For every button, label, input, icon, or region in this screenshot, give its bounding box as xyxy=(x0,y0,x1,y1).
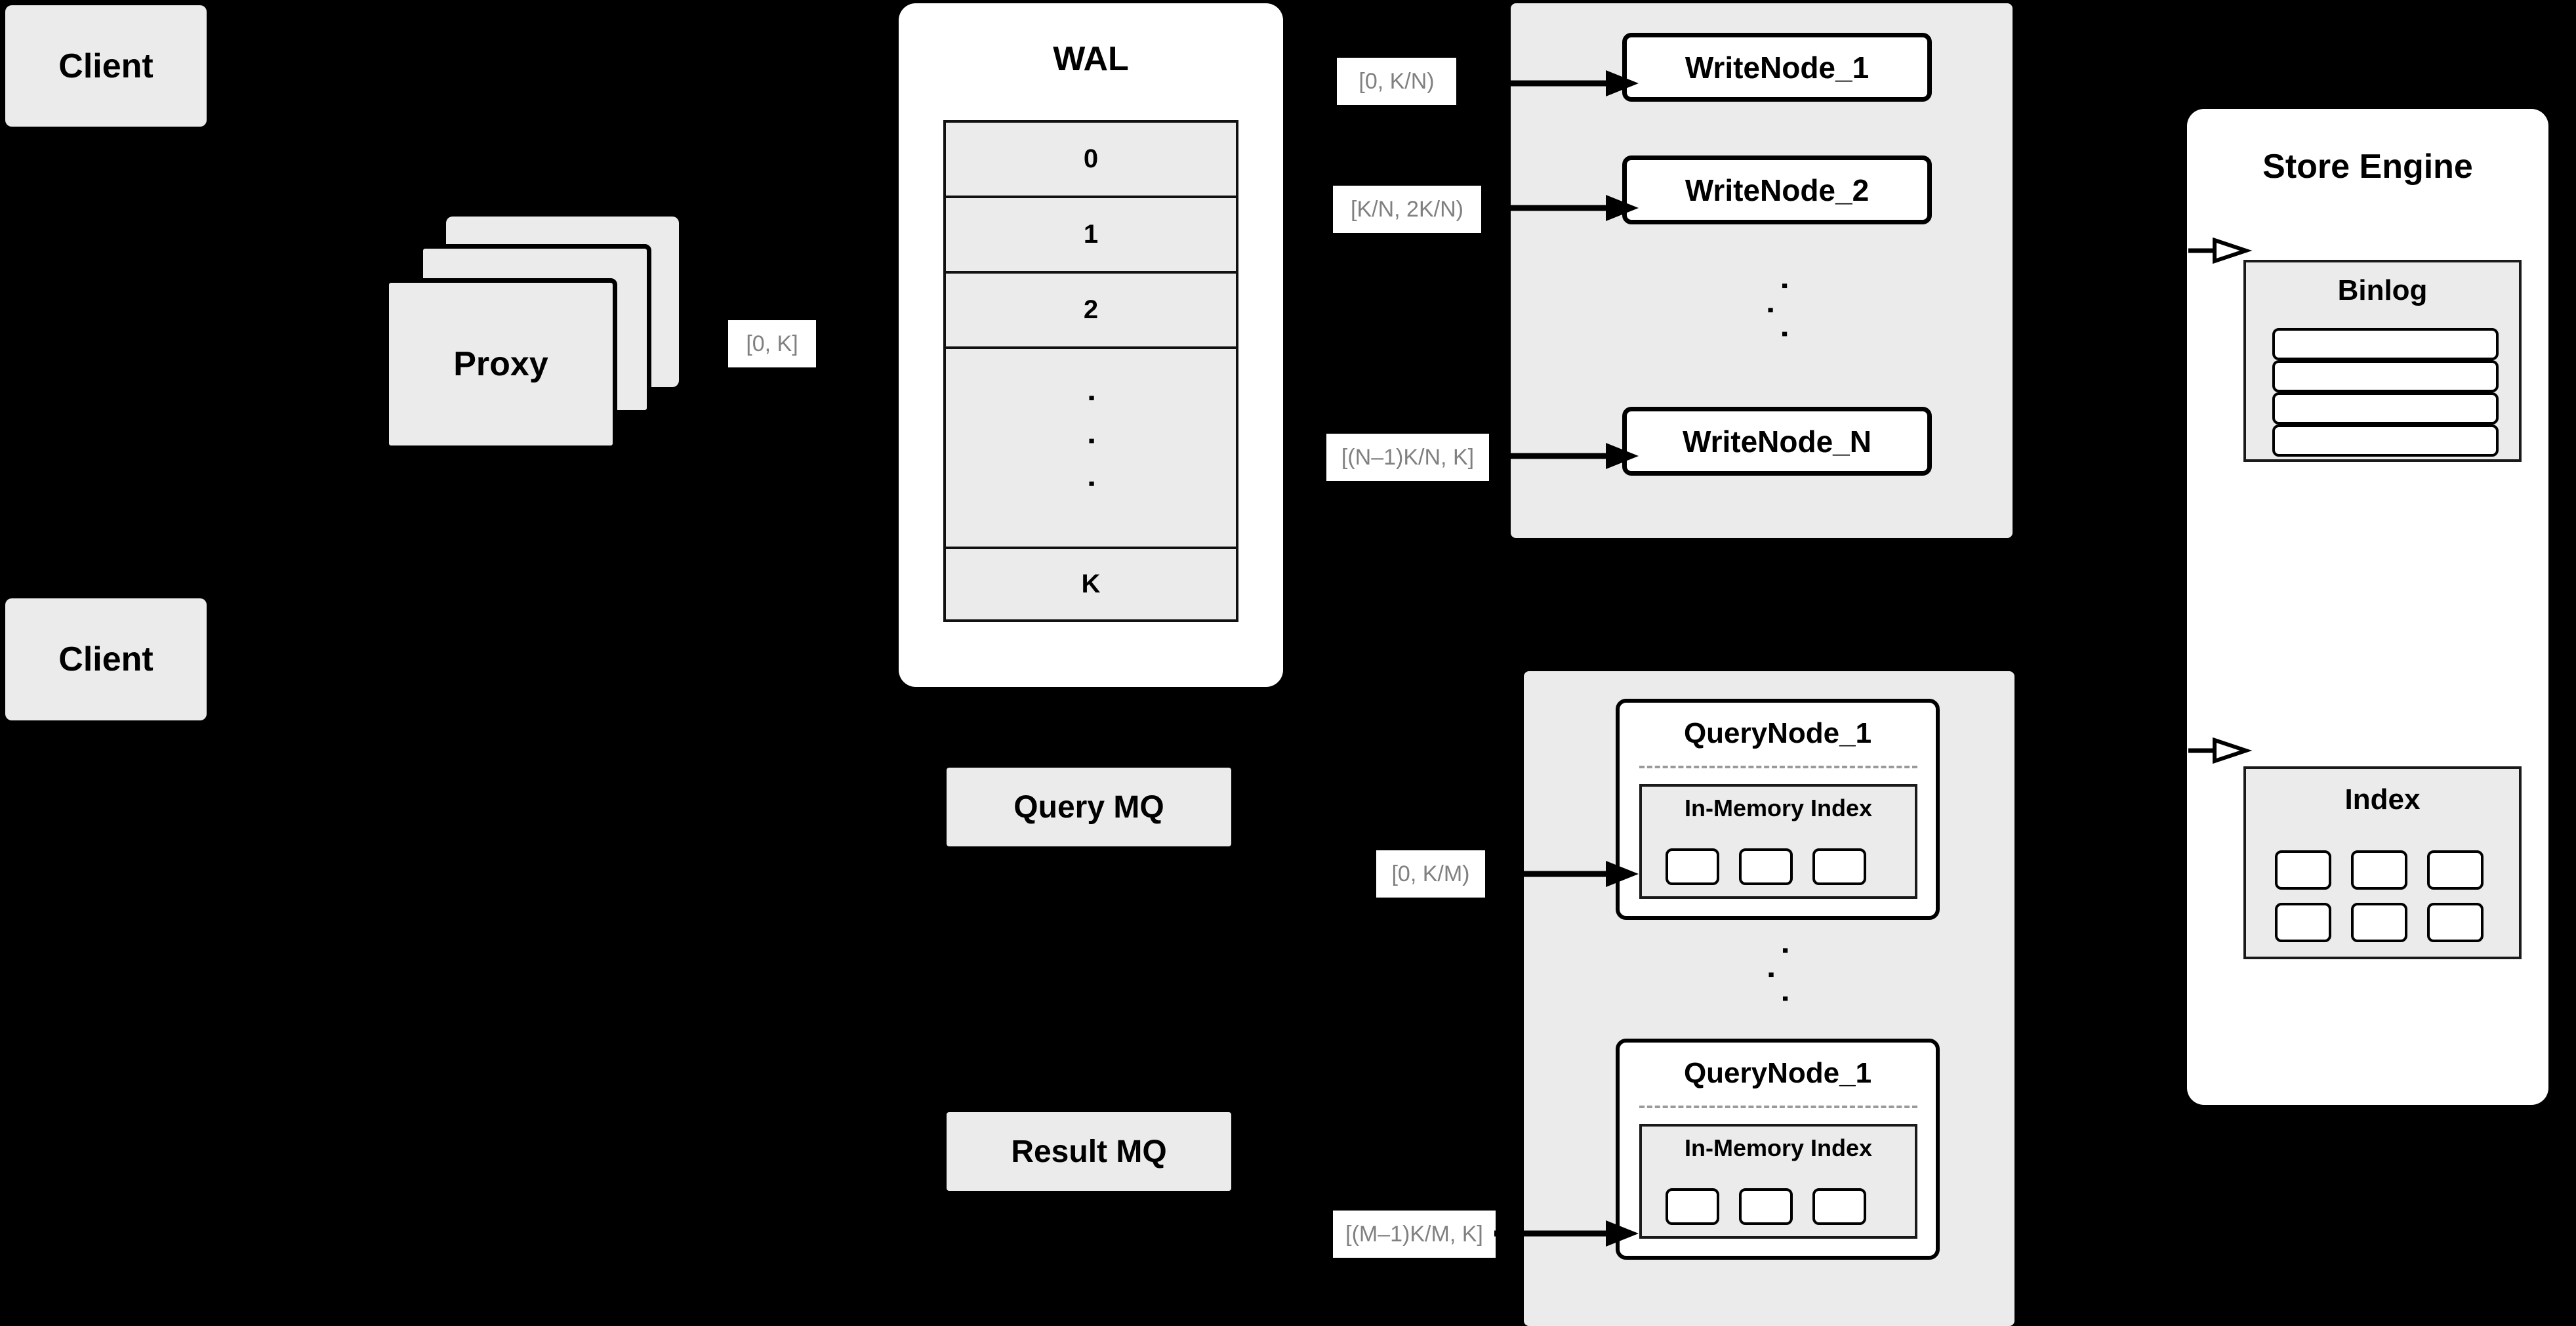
query-mq-box[interactable]: Query MQ xyxy=(947,768,1231,846)
query-cluster-panel: QueryNode_1 In-Memory Index · · · QueryN… xyxy=(1524,671,2014,1326)
write-node-n-label: WriteNode_N xyxy=(1683,424,1871,459)
write-node-2-label: WriteNode_2 xyxy=(1685,173,1870,207)
index-slot-5 xyxy=(2351,903,2407,942)
write-cluster-panel: WriteNode_1 WriteNode_2 · · · WriteNode_… xyxy=(1511,3,2013,538)
proxy-range-label-text: [0, K] xyxy=(746,331,798,356)
wal-row-2-label: 2 xyxy=(1083,295,1099,324)
query-mq-label: Query MQ xyxy=(1013,789,1164,825)
binlog-row-2 xyxy=(2272,360,2499,392)
arrow-to-index xyxy=(2188,737,2253,764)
query-node-1-index-slot-2 xyxy=(1739,848,1793,885)
write-range-label-n-text: [(N–1)K/N, K] xyxy=(1341,444,1475,470)
query-cluster-ellipsis-label: · · · xyxy=(1753,946,1803,1020)
wal-row-2[interactable]: 2 xyxy=(943,271,1238,346)
query-node-2-label: QueryNode_1 xyxy=(1683,1057,1872,1089)
index-slot-2 xyxy=(2351,850,2407,890)
arrow-to-write-node-n xyxy=(1494,443,1639,469)
binlog-label: Binlog xyxy=(2337,274,2428,306)
write-range-label-n: [(N–1)K/N, K] xyxy=(1326,434,1489,481)
query-range-label-1-text: [0, K/M) xyxy=(1391,861,1470,886)
wal-row-1-label: 1 xyxy=(1083,220,1099,249)
query-node-1-index-slot-1 xyxy=(1666,848,1719,885)
wal-row-1[interactable]: 1 xyxy=(943,196,1238,271)
write-range-label-2: [K/N, 2K/N) xyxy=(1333,186,1481,233)
query-node-2-index-slot-3 xyxy=(1812,1188,1866,1225)
proxy-label: Proxy xyxy=(453,345,548,383)
query-node-1-label: QueryNode_1 xyxy=(1683,717,1872,749)
write-cluster-ellipsis-label: · · · xyxy=(1753,281,1802,355)
query-cluster-ellipsis: · · · xyxy=(1616,930,1940,1035)
binlog-row-1 xyxy=(2272,328,2499,360)
write-node-n[interactable]: WriteNode_N xyxy=(1622,407,1932,476)
index-slot-1 xyxy=(2275,850,2331,890)
write-range-label-1: [0, K/N) xyxy=(1337,58,1456,105)
query-node-2-separator xyxy=(1639,1106,1917,1108)
query-node-2-inmemory-index: In-Memory Index xyxy=(1639,1124,1917,1239)
query-range-label-1: [0, K/M) xyxy=(1376,850,1485,898)
binlog-row-4 xyxy=(2272,425,2499,457)
arrow-to-query-node-1 xyxy=(1494,861,1639,887)
write-range-label-1-text: [0, K/N) xyxy=(1359,68,1435,94)
query-node-2[interactable]: QueryNode_1 In-Memory Index xyxy=(1616,1039,1940,1260)
arrow-to-binlog xyxy=(2188,237,2253,264)
query-node-1[interactable]: QueryNode_1 In-Memory Index xyxy=(1616,699,1940,920)
result-mq-label: Result MQ xyxy=(1011,1134,1167,1169)
write-node-1-label: WriteNode_1 xyxy=(1685,50,1870,85)
query-node-2-index-label: In-Memory Index xyxy=(1684,1134,1873,1161)
query-node-2-index-slot-2 xyxy=(1739,1188,1793,1225)
wal-panel: WAL 0 1 2 · · · K xyxy=(899,3,1283,687)
index-slot-4 xyxy=(2275,903,2331,942)
query-node-2-index-slot-1 xyxy=(1666,1188,1719,1225)
wal-row-ellipsis: · · · xyxy=(943,346,1238,547)
query-node-1-index-label: In-Memory Index xyxy=(1684,795,1873,821)
wal-row-k-label: K xyxy=(1081,570,1101,598)
query-range-label-2: [(M–1)K/M, K] xyxy=(1333,1211,1496,1258)
binlog-row-3 xyxy=(2272,392,2499,425)
write-node-1[interactable]: WriteNode_1 xyxy=(1622,33,1932,102)
wal-ellipsis-label: · · · xyxy=(1073,394,1109,502)
arrow-to-write-node-2 xyxy=(1494,195,1639,221)
query-range-label-2-text: [(M–1)K/M, K] xyxy=(1345,1221,1483,1247)
arrow-to-query-node-2 xyxy=(1494,1220,1639,1247)
write-cluster-ellipsis: · · · xyxy=(1622,266,1932,371)
wal-row-0-label: 0 xyxy=(1083,144,1099,173)
result-mq-box[interactable]: Result MQ xyxy=(947,1112,1231,1191)
query-node-1-inmemory-index: In-Memory Index xyxy=(1639,784,1917,899)
store-engine-panel: Store Engine Binlog Index xyxy=(2187,109,2548,1105)
write-range-label-2-text: [K/N, 2K/N) xyxy=(1351,196,1463,222)
client-box-2[interactable]: Client xyxy=(5,598,207,720)
client-label-2: Client xyxy=(58,640,153,678)
client-label-1: Client xyxy=(58,47,153,85)
index-label: Index xyxy=(2344,783,2421,816)
write-node-2[interactable]: WriteNode_2 xyxy=(1622,155,1932,224)
wal-row-0[interactable]: 0 xyxy=(943,120,1238,196)
index-box: Index xyxy=(2243,766,2522,959)
store-engine-title: Store Engine xyxy=(2262,148,2473,186)
index-slot-3 xyxy=(2427,850,2484,890)
binlog-box: Binlog xyxy=(2243,260,2522,462)
query-node-1-separator xyxy=(1639,766,1917,768)
index-slot-6 xyxy=(2427,903,2484,942)
arrow-to-write-node-1 xyxy=(1494,70,1639,96)
proxy-range-label: [0, K] xyxy=(728,320,816,367)
proxy-box[interactable]: Proxy xyxy=(384,278,617,450)
wal-row-k[interactable]: K xyxy=(943,547,1238,622)
wal-title: WAL xyxy=(1053,40,1129,78)
query-node-1-index-slot-3 xyxy=(1812,848,1866,885)
client-box-1[interactable]: Client xyxy=(5,5,207,127)
